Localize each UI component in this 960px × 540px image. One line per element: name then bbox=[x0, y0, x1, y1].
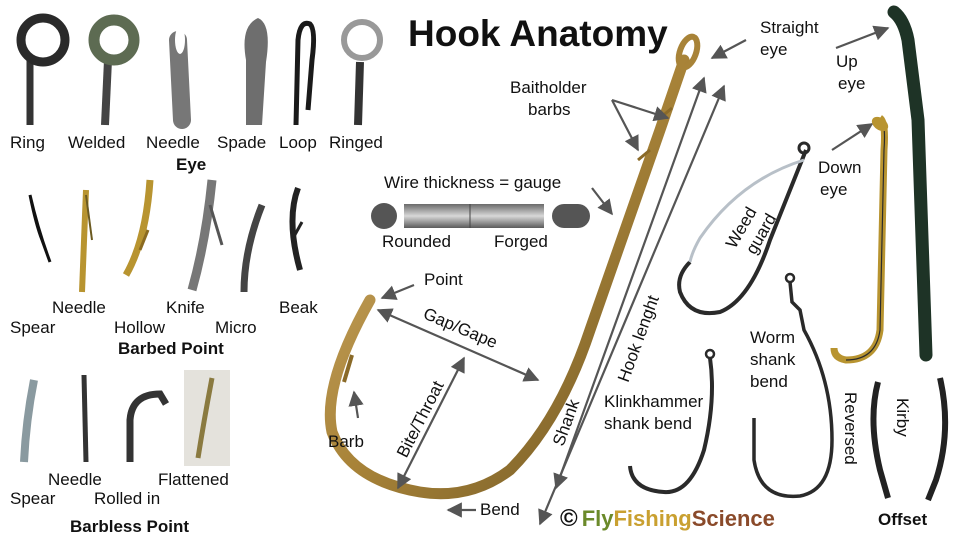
worm-shank-label-1: Worm bbox=[750, 328, 796, 347]
logo-word-science: Science bbox=[691, 506, 775, 531]
eye-ringed-label: Ringed bbox=[329, 133, 383, 152]
reversed-kirby-hooks-image bbox=[870, 377, 949, 502]
barbed-knife-image bbox=[187, 179, 224, 292]
barb-label: Barb bbox=[328, 432, 364, 451]
kirby-label: Kirby bbox=[893, 398, 912, 437]
eye-ringed-image bbox=[341, 19, 383, 126]
barbed-micro-image bbox=[240, 203, 266, 293]
eye-spade-label: Spade bbox=[217, 133, 267, 152]
barbless-rolled-image bbox=[126, 390, 170, 462]
up-eye-label-2: eye bbox=[838, 74, 866, 93]
eye-loop-image bbox=[293, 20, 317, 126]
annotation-arrows bbox=[348, 25, 890, 526]
barbed-spear-image bbox=[28, 194, 52, 263]
eye-ring-image bbox=[16, 13, 70, 125]
page-title: Hook Anatomy bbox=[408, 13, 668, 54]
klinkhammer-label-1: Klinkhammer bbox=[604, 392, 704, 411]
barbless-flattened-image bbox=[184, 370, 230, 466]
barbed-section-heading: Barbed Point bbox=[118, 339, 224, 358]
eye-loop-label: Loop bbox=[279, 133, 317, 152]
klinkhammer-label-2: shank bend bbox=[604, 414, 692, 433]
down-eye-label-1: Down bbox=[818, 158, 862, 177]
worm-shank-label-3: bend bbox=[750, 372, 788, 391]
up-eye-label-1: Up bbox=[836, 52, 858, 71]
eye-spade-image bbox=[244, 18, 268, 125]
up-eye-hook-image bbox=[887, 5, 933, 362]
copyright-symbol: © bbox=[560, 505, 578, 532]
barbless-spear-image bbox=[20, 379, 38, 463]
worm-shank-label-2: shank bbox=[750, 350, 796, 369]
point-label: Point bbox=[424, 270, 463, 289]
offset-label: Offset bbox=[878, 510, 928, 529]
worm-shank-hook-image bbox=[752, 272, 834, 499]
eye-needle-image bbox=[169, 26, 191, 129]
eye-ring-label: Ring bbox=[10, 133, 45, 152]
gauge-forged-label: Forged bbox=[494, 232, 548, 251]
barbless-spear-label: Spear bbox=[10, 489, 56, 508]
logo-word-fly: Fly bbox=[581, 506, 614, 531]
barbed-micro-label: Micro bbox=[215, 318, 257, 337]
straight-eye-label-2: eye bbox=[760, 40, 788, 59]
eye-section-heading: Eye bbox=[176, 155, 207, 174]
barbed-needle-image bbox=[79, 189, 93, 293]
bend-label: Bend bbox=[480, 500, 520, 519]
barbed-knife-label: Knife bbox=[166, 298, 205, 317]
baitholder-label-2: barbs bbox=[528, 100, 571, 119]
barbed-hollow-label: Hollow bbox=[114, 318, 166, 337]
baitholder-label-1: Baitholder bbox=[510, 78, 587, 97]
weed-guard-hook-image bbox=[677, 141, 811, 315]
down-eye-label-2: eye bbox=[820, 180, 848, 199]
barbed-hollow-image bbox=[122, 179, 154, 277]
flyfishingscience-logo: ©FlyFishingScience bbox=[560, 506, 775, 532]
barbless-section-heading: Barbless Point bbox=[70, 517, 190, 536]
reversed-label: Reversed bbox=[841, 392, 860, 465]
gauge-label: Wire thickness = gauge bbox=[384, 173, 562, 192]
barbed-beak-image bbox=[289, 186, 304, 271]
barbed-beak-label: Beak bbox=[279, 298, 318, 317]
klinkhammer-hook-image bbox=[628, 348, 716, 495]
down-eye-hook-image bbox=[830, 115, 889, 364]
barbed-spear-label: Spear bbox=[10, 318, 56, 337]
barbed-needle-label: Needle bbox=[52, 298, 106, 317]
barbless-rolled-label: Rolled in bbox=[94, 489, 161, 508]
gauge-rounded-label: Rounded bbox=[382, 232, 452, 251]
straight-eye-label-1: Straight bbox=[760, 18, 819, 37]
barbless-needle-image bbox=[81, 374, 89, 463]
barbless-flattened-label: Flattened bbox=[158, 470, 229, 489]
eye-needle-label: Needle bbox=[146, 133, 200, 152]
barbless-needle-label: Needle bbox=[48, 470, 102, 489]
gauge-wire-image bbox=[371, 203, 590, 229]
logo-word-fishing: Fishing bbox=[613, 506, 692, 531]
eye-welded-label: Welded bbox=[68, 133, 126, 152]
eye-welded-image bbox=[88, 14, 140, 126]
